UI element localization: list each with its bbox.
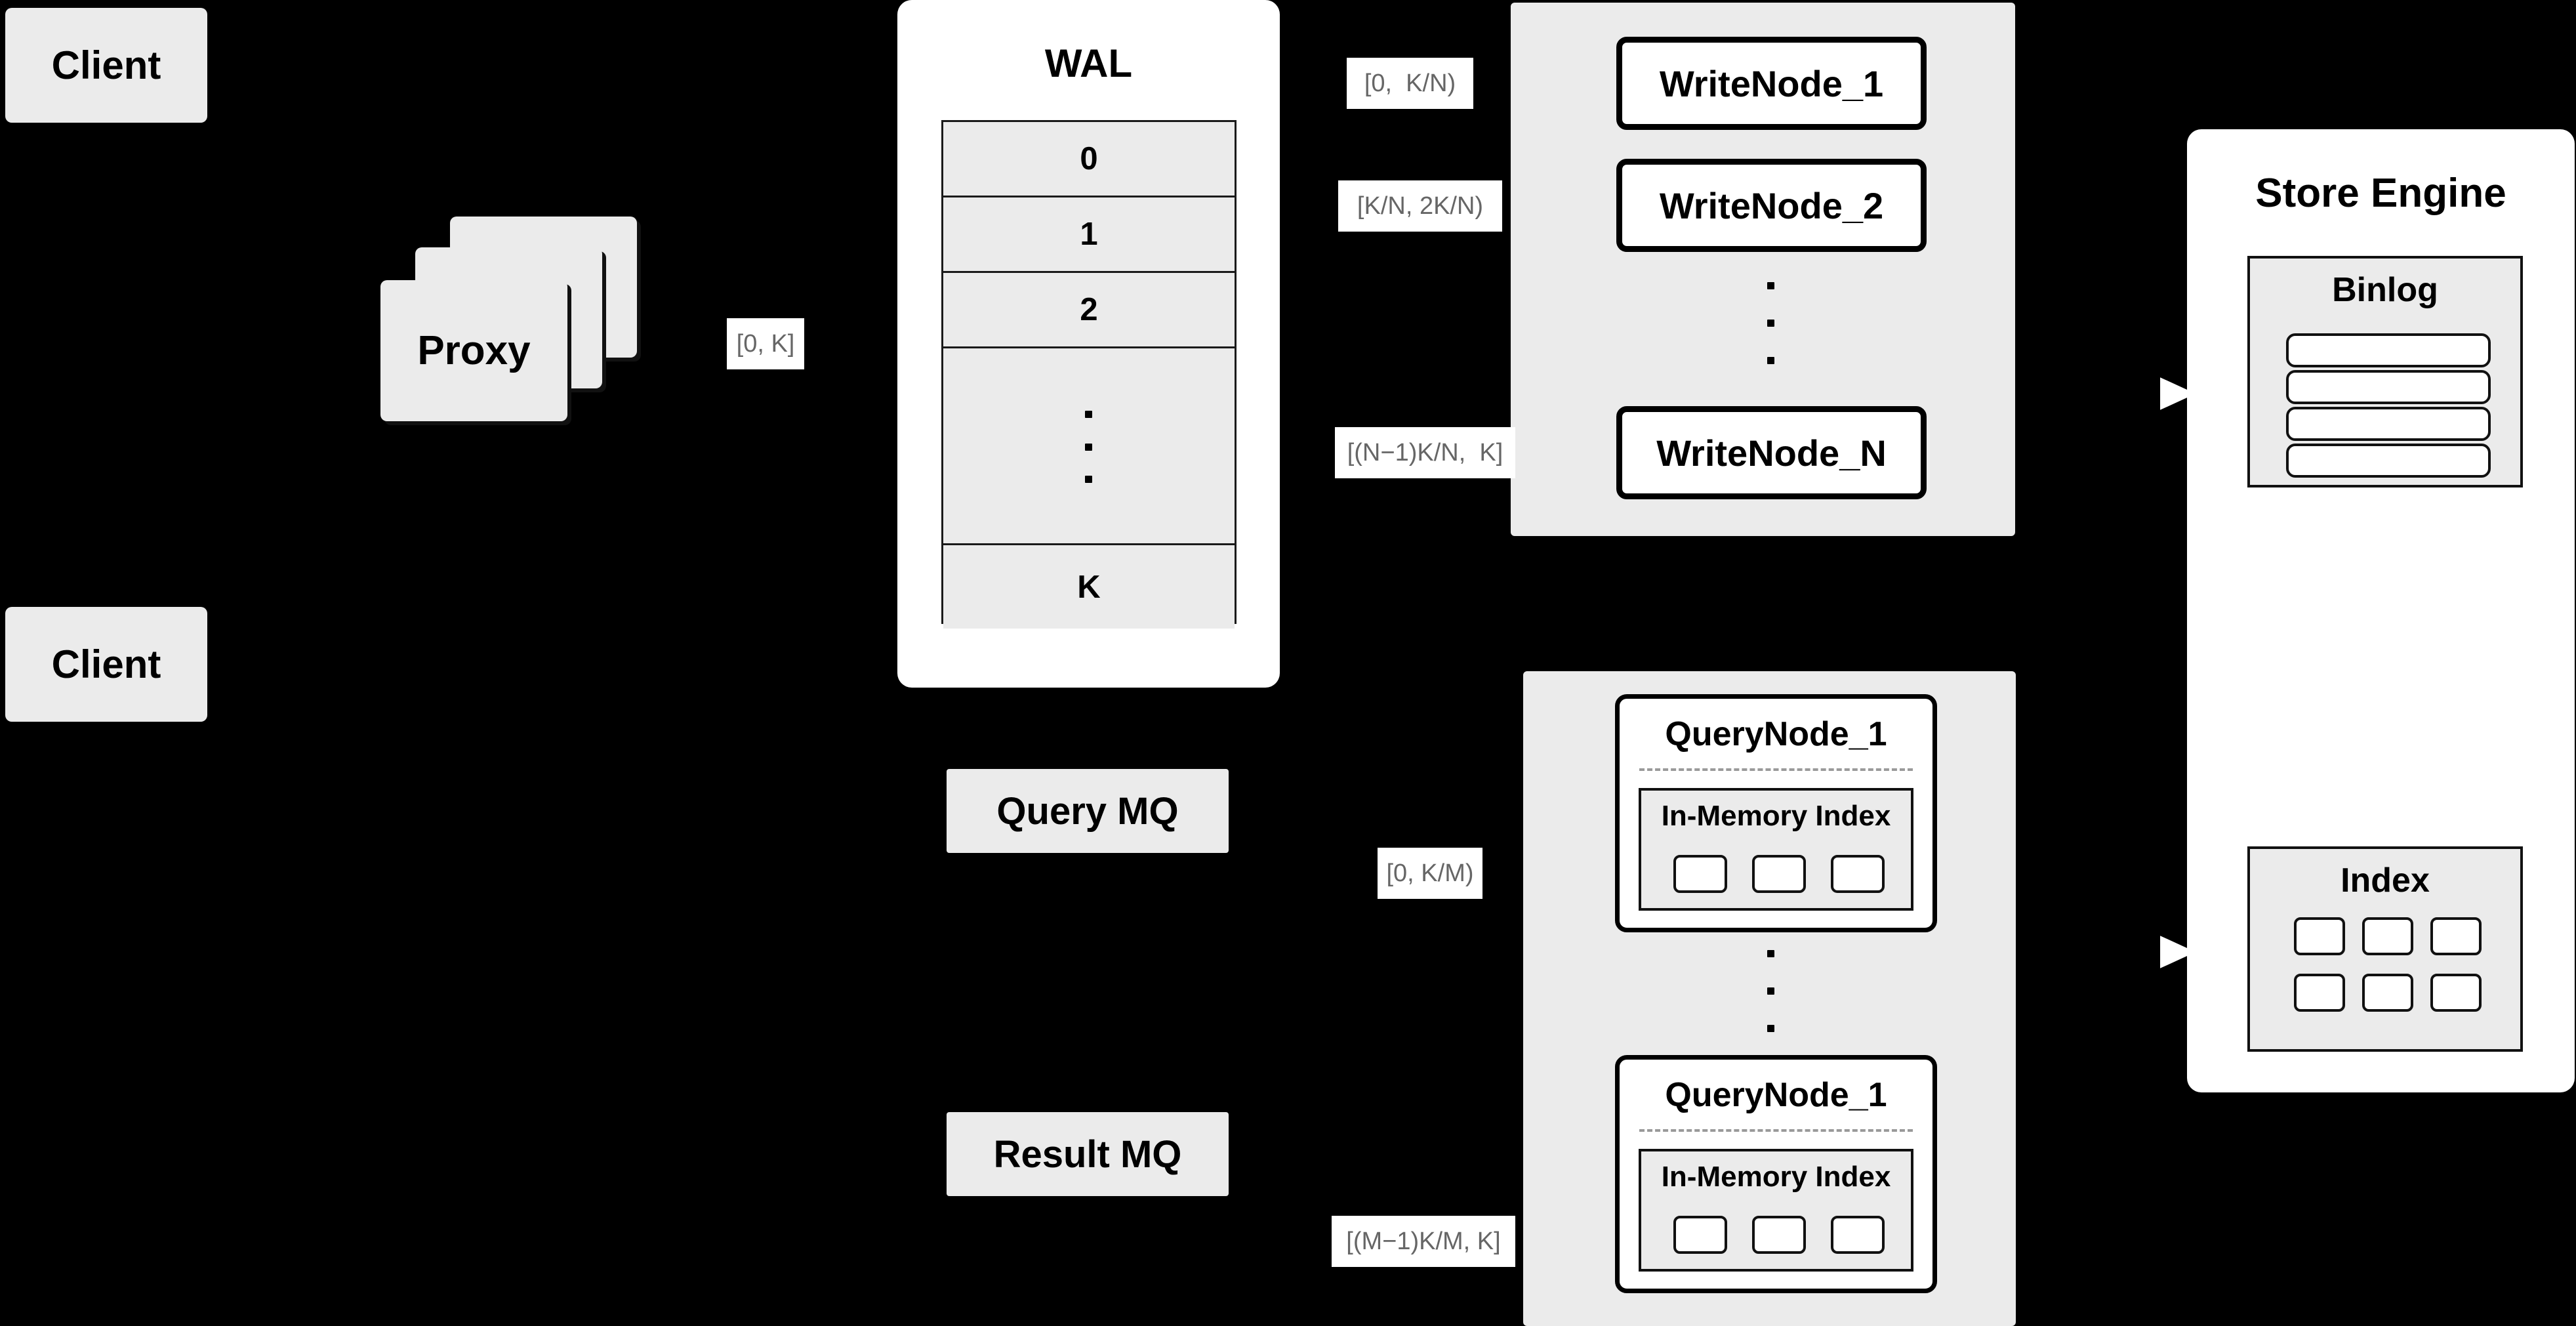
client-node-1[interactable]: Client	[5, 8, 207, 123]
index-segment[interactable]	[1830, 855, 1885, 893]
query-node-label: QueryNode_1	[1665, 715, 1887, 753]
wal-row[interactable]: 2	[943, 273, 1235, 348]
in-memory-index-title: In-Memory Index	[1661, 1161, 1891, 1193]
binlog-title: Binlog	[2332, 271, 2438, 309]
wal-title: WAL	[1044, 41, 1133, 85]
index-segment[interactable]	[1830, 1216, 1885, 1254]
query-cluster-ellipsis-dots	[1767, 950, 1774, 1032]
query-node-separator	[1639, 768, 1913, 771]
store-index-chip[interactable]	[2430, 974, 2482, 1012]
binlog-row[interactable]	[2286, 407, 2491, 441]
store-index-chip[interactable]	[2294, 917, 2345, 955]
range-text: [0, K/N)	[1364, 70, 1456, 97]
write-node-1-range-label: [0, K/N)	[1347, 58, 1473, 109]
binlog-row[interactable]	[2286, 444, 2491, 478]
store-index-chip-grid	[2250, 917, 2525, 1012]
write-node-label: WriteNode_N	[1656, 432, 1887, 474]
proxy-label: Proxy	[417, 328, 531, 373]
index-segment[interactable]	[1673, 1216, 1727, 1254]
query-node-2-range-label: [(M−1)K/M, K]	[1332, 1216, 1515, 1267]
range-text: [0, K]	[736, 330, 795, 358]
binlog-rows	[2286, 333, 2491, 478]
store-engine-title: Store Engine	[2255, 171, 2506, 216]
query-mq-label: Query MQ	[996, 789, 1179, 833]
wal-table: 0 1 2 K	[941, 120, 1237, 629]
store-index-chip-row	[2294, 917, 2482, 955]
binlog-container: Binlog	[2247, 256, 2523, 487]
client-label: Client	[51, 43, 161, 87]
in-memory-index-2: In-Memory Index	[1639, 1149, 1913, 1272]
store-index-chip[interactable]	[2430, 917, 2482, 955]
index-segment-row	[1641, 1216, 1916, 1254]
index-segment[interactable]	[1751, 855, 1806, 893]
wal-row[interactable]: K	[943, 545, 1235, 629]
client-label: Client	[51, 642, 161, 686]
query-node-1[interactable]: QueryNode_1 In-Memory Index	[1615, 694, 1937, 932]
write-node-2-range-label: [K/N, 2K/N)	[1338, 180, 1502, 232]
write-node-n-range-label: [(N−1)K/N, K]	[1335, 427, 1515, 478]
wal-row[interactable]: 1	[943, 197, 1235, 273]
write-node-label: WriteNode_2	[1659, 184, 1884, 226]
query-node-separator	[1639, 1129, 1913, 1132]
range-text: [(N−1)K/N, K]	[1347, 439, 1503, 466]
proxy-range-label: [0, K]	[727, 318, 804, 369]
write-cluster-ellipsis-dots	[1767, 282, 1774, 364]
write-node-2[interactable]: WriteNode_2	[1616, 159, 1927, 252]
range-text: [K/N, 2K/N)	[1357, 192, 1484, 220]
query-node-1-range-label: [0, K/M)	[1378, 848, 1482, 899]
binlog-row[interactable]	[2286, 333, 2491, 367]
in-memory-index-1: In-Memory Index	[1639, 788, 1913, 911]
proxy-stack[interactable]: Proxy	[380, 217, 682, 440]
store-index-chip[interactable]	[2362, 974, 2413, 1012]
store-index-chip[interactable]	[2294, 974, 2345, 1012]
store-index-container: Index	[2247, 846, 2523, 1052]
client-node-2[interactable]: Client	[5, 607, 207, 722]
write-node-n[interactable]: WriteNode_N	[1616, 406, 1927, 499]
wal-ellipsis-dots	[1085, 411, 1092, 483]
query-node-label: QueryNode_1	[1665, 1076, 1887, 1114]
result-mq-label: Result MQ	[993, 1132, 1182, 1176]
write-node-1[interactable]: WriteNode_1	[1616, 37, 1927, 130]
in-memory-index-title: In-Memory Index	[1661, 800, 1891, 832]
range-text: [0, K/M)	[1386, 860, 1474, 887]
store-index-chip[interactable]	[2362, 917, 2413, 955]
write-node-label: WriteNode_1	[1659, 62, 1884, 104]
result-mq-node[interactable]: Result MQ	[947, 1112, 1229, 1196]
store-index-title: Index	[2341, 861, 2430, 900]
wal-row-ellipsis	[943, 348, 1235, 545]
index-segment-row	[1641, 855, 1916, 893]
proxy-node[interactable]: Proxy	[380, 280, 567, 421]
range-text: [(M−1)K/M, K]	[1346, 1228, 1501, 1255]
store-index-chip-row	[2294, 974, 2482, 1012]
binlog-row[interactable]	[2286, 370, 2491, 404]
wal-row[interactable]: 0	[943, 122, 1235, 197]
query-node-2[interactable]: QueryNode_1 In-Memory Index	[1615, 1055, 1937, 1293]
query-mq-node[interactable]: Query MQ	[947, 769, 1229, 853]
index-segment[interactable]	[1751, 1216, 1806, 1254]
index-segment[interactable]	[1673, 855, 1727, 893]
